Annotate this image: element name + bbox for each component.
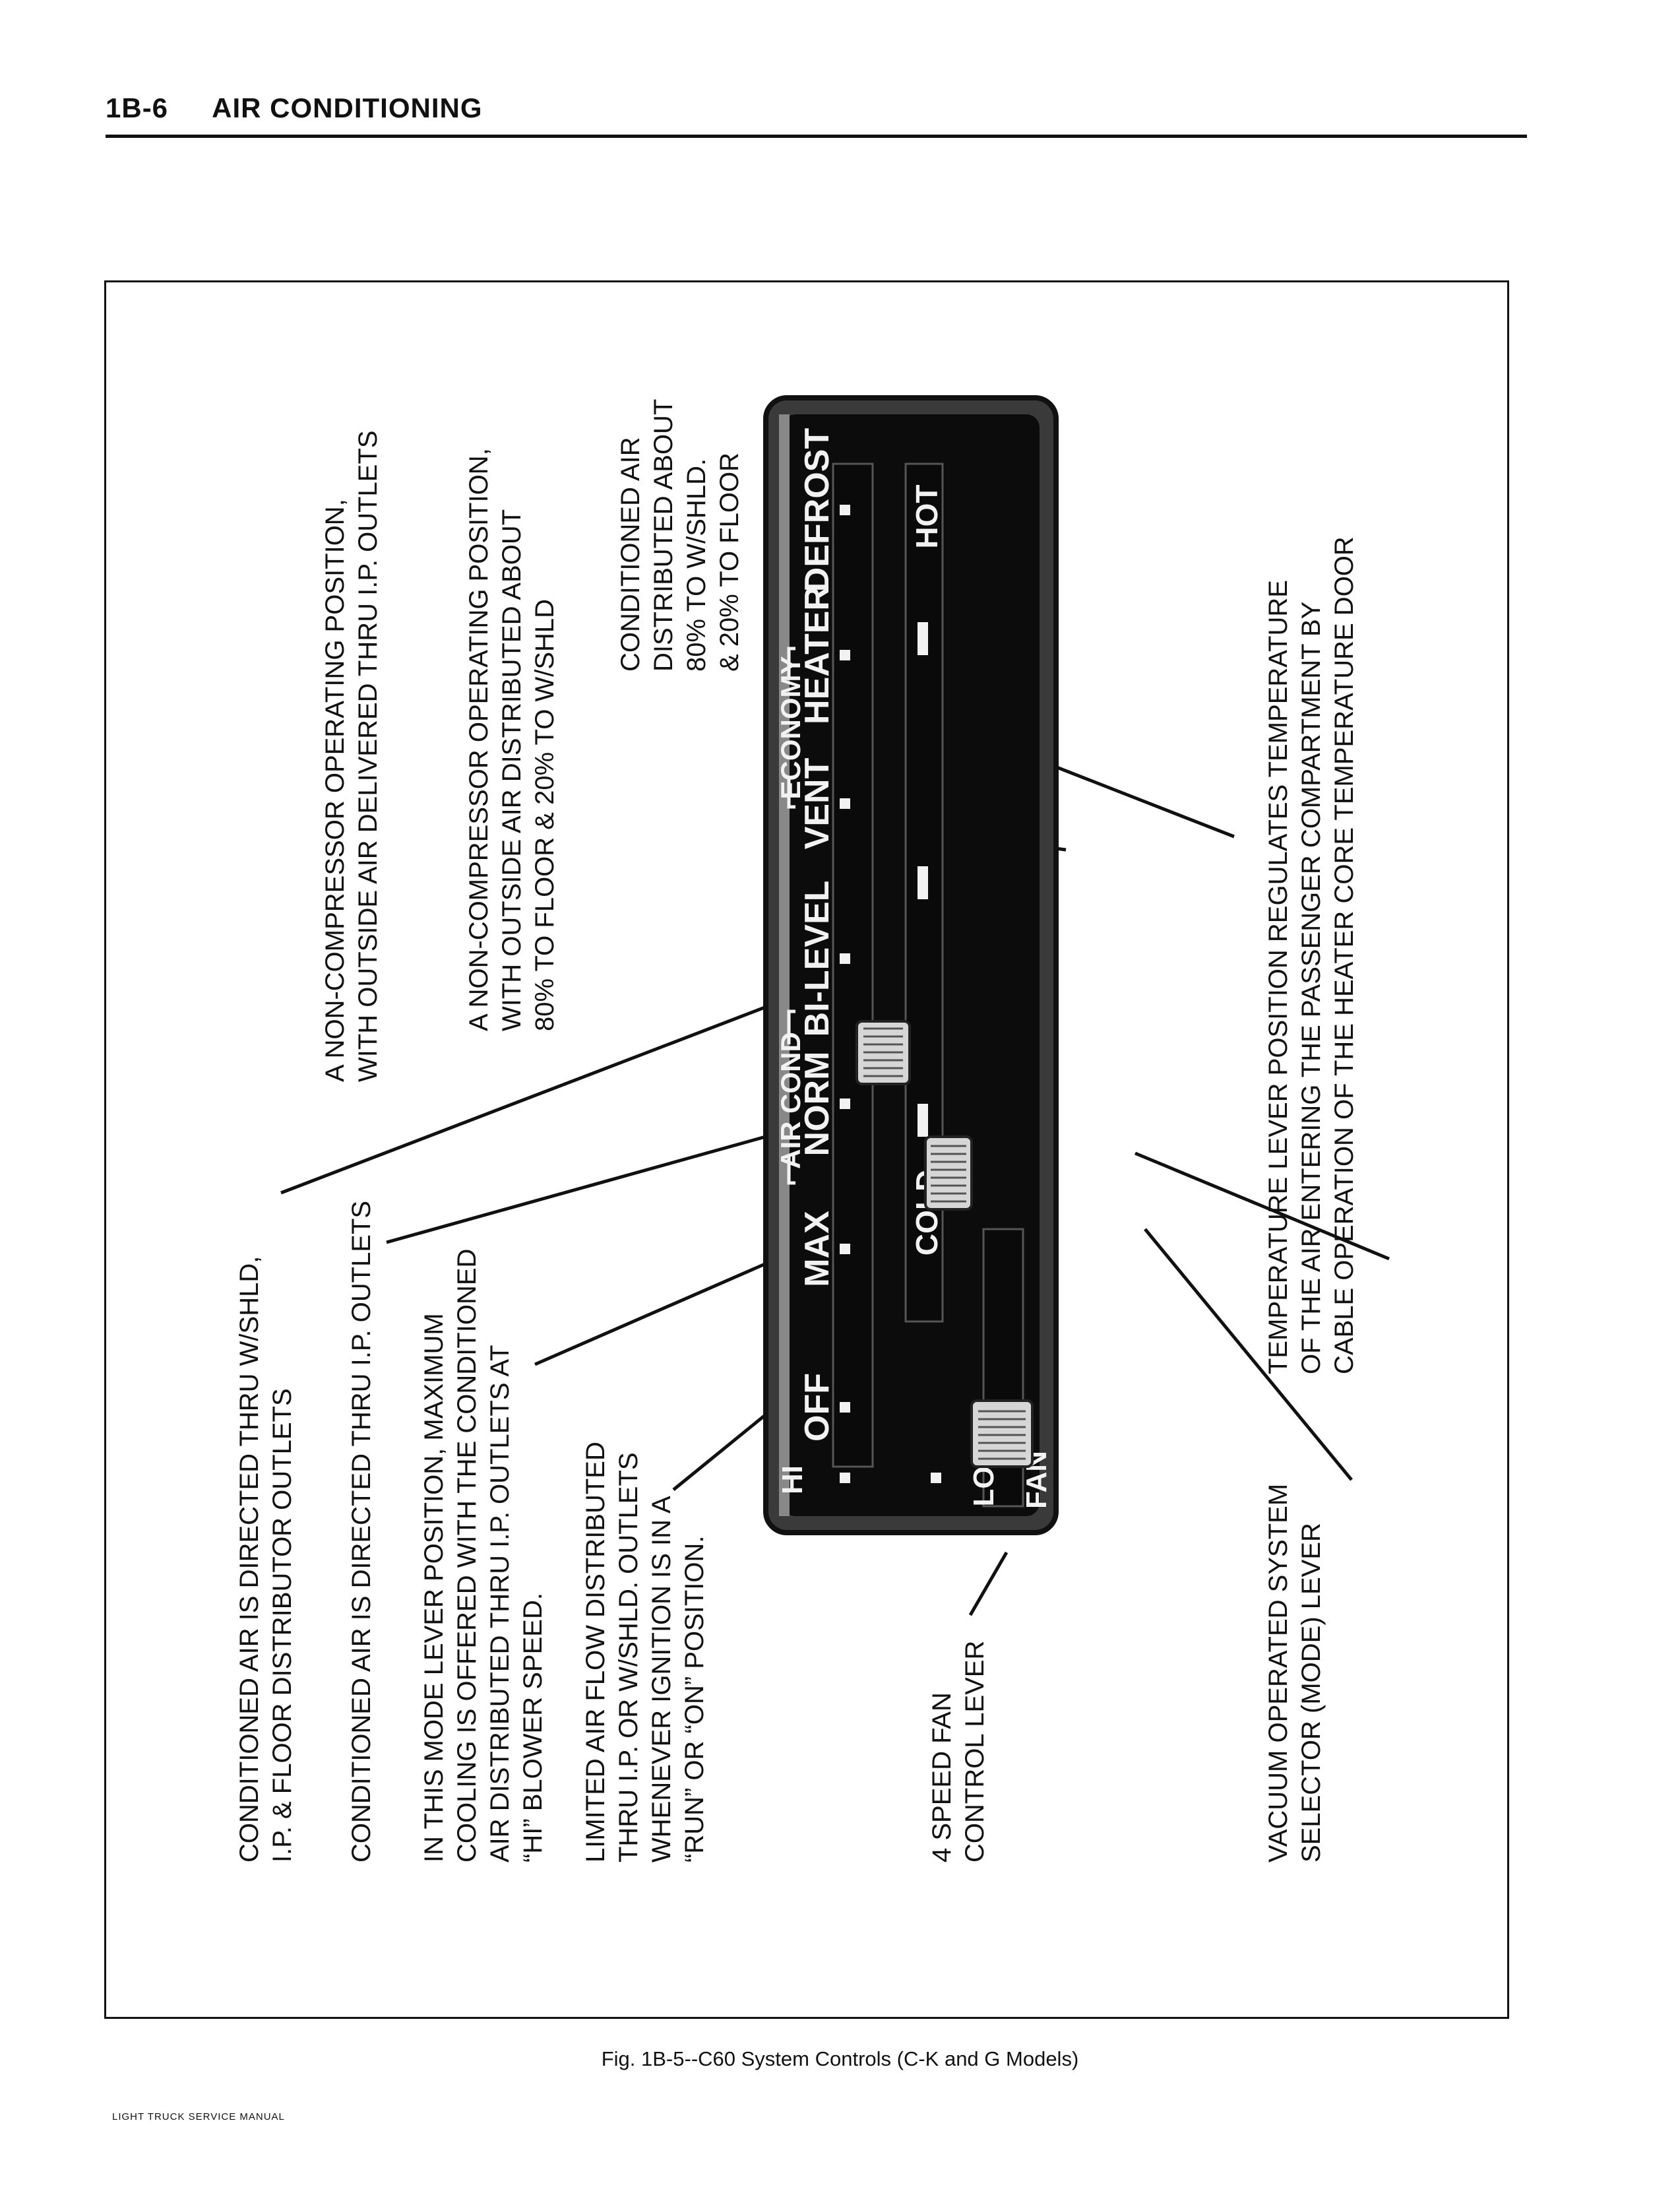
panel-highlight <box>779 414 790 1516</box>
leader-c1 <box>280 980 832 1195</box>
fan-indicator-2 <box>931 1473 941 1483</box>
callout-c2-line1: CONDITIONED AIR IS DIRECTED THRU I.P. OU… <box>347 1201 376 1863</box>
temp-detent-2 <box>918 866 928 899</box>
page-header: 1B-6 AIR CONDITIONING <box>106 92 483 124</box>
economy-bracket-left <box>787 777 795 809</box>
temperature-lever[interactable] <box>924 1135 973 1211</box>
leader-c9 <box>1135 1151 1390 1261</box>
callout-c4-line4: “RUN” OR “ON” POSITION. <box>680 1535 709 1863</box>
mode-indicator-norm <box>840 1098 850 1109</box>
callout-c9-line1: TEMPERATURE LEVER POSITION REGULATES TEM… <box>1264 580 1293 1374</box>
mode-max: MAX <box>798 1211 836 1287</box>
callout-c10-line1: VACUUM OPERATED SYSTEM <box>1264 1484 1293 1863</box>
fan-lever[interactable] <box>970 1399 1034 1468</box>
callout-c5-line1: 4 SPEED FAN <box>927 1692 956 1863</box>
page-number: 1B-6 <box>106 92 169 123</box>
mode-bi-level: BI-LEVEL <box>798 881 836 1037</box>
mode-indicator-off <box>840 1402 850 1413</box>
callout-c8-line4: & 20% TO FLOOR <box>715 453 744 672</box>
mode-indicator-max <box>840 1244 850 1254</box>
callout-c9-line2: OF THE AIR ENTERING THE PASSENGER COMPAR… <box>1297 602 1326 1374</box>
figure-frame <box>104 280 1509 2019</box>
callout-c8-line2: DISTRIBUTED ABOUT <box>649 399 678 672</box>
control-panel-diagram: OFF MAX NORM BI-LEVEL VENT HEATER DEFROS… <box>235 395 1390 1863</box>
mode-heater: HEATER <box>798 586 836 724</box>
mode-indicator-defrost <box>840 505 850 515</box>
callout-c1-line1: CONDITIONED AIR IS DIRECTED THRU W/SHLD, <box>235 1256 264 1863</box>
callout-c6-line1: A NON-COMPRESSOR OPERATING POSITION, <box>321 499 350 1082</box>
mode-off: OFF <box>798 1373 836 1442</box>
callout-c7-line2: WITH OUTSIDE AIR DISTRIBUTED ABOUT <box>497 509 526 1031</box>
callout-c9-line3: CABLE OPERATION OF THE HEATER CORE TEMPE… <box>1330 536 1359 1374</box>
callout-c7-line3: 80% TO FLOOR & 20% TO W/SHLD <box>530 599 559 1031</box>
callout-c8-line1: CONDITIONED AIR <box>616 437 645 672</box>
callout-c8-line3: 80% TO W/SHLD. <box>682 459 711 672</box>
leader-c10 <box>1144 1228 1353 1481</box>
group-economy: ECONOMY <box>775 656 806 799</box>
callout-c6-line2: WITH OUTSIDE AIR DELIVERED THRU I.P. OUT… <box>354 430 383 1082</box>
control-panel: OFF MAX NORM BI-LEVEL VENT HEATER DEFROS… <box>763 395 1059 1535</box>
callout-c3-line4: “HI” BLOWER SPEED. <box>518 1593 547 1863</box>
callout-c10-line2: SELECTOR (MODE) LEVER <box>1297 1523 1326 1863</box>
section-title: AIR CONDITIONING <box>212 92 483 123</box>
temp-hot: HOT <box>910 484 944 548</box>
group-air-cond: AIR COND <box>775 1032 806 1169</box>
callout-c1-line2: I.P. & FLOOR DISTRIBUTOR OUTLETS <box>268 1388 297 1863</box>
mode-lever[interactable] <box>856 1020 911 1085</box>
air-cond-bracket-left <box>787 1157 795 1185</box>
mode-defrost: DEFROST <box>798 428 836 592</box>
air-cond-bracket-right <box>787 1009 795 1044</box>
mode-track <box>832 462 874 1468</box>
mode-indicator-heater <box>840 650 850 660</box>
fan-lo: LO <box>968 1466 1000 1506</box>
callout-c3-line2: COOLING IS OFFERED WITH THE CONDITIONED <box>452 1249 482 1863</box>
temp-detent-3 <box>918 622 928 655</box>
footer-manual-title: LIGHT TRUCK SERVICE MANUAL <box>112 2111 285 2122</box>
callout-c4-line1: LIMITED AIR FLOW DISTRIBUTED <box>581 1442 610 1863</box>
callout-c4-line2: THRU I.P. OR W/SHLD. OUTLETS <box>614 1452 643 1863</box>
fan-indicator-1 <box>840 1473 850 1483</box>
callout-c3-line1: IN THIS MODE LEVER POSITION, MAXIMUM <box>420 1313 449 1863</box>
mode-vent: VENT <box>798 757 836 849</box>
callout-c7-line1: A NON-COMPRESSOR OPERATING POSITION, <box>464 448 493 1031</box>
leader-c5 <box>968 1551 1009 1616</box>
mode-norm: NORM <box>798 1052 836 1157</box>
figure-caption: Fig. 1B-5--C60 System Controls (C-K and … <box>601 2047 1079 2070</box>
mode-indicator-bi-level <box>840 953 850 964</box>
economy-bracket-right <box>787 647 795 678</box>
temp-detent-1 <box>918 1104 928 1137</box>
header-rule <box>106 135 1527 138</box>
callout-c5-line2: CONTROL LEVER <box>960 1641 989 1863</box>
fan-hi: HI <box>776 1465 809 1494</box>
mode-indicator-vent <box>840 798 850 809</box>
callout-c3-line3: AIR DISTRIBUTED THRU I.P. OUTLETS AT <box>485 1345 514 1863</box>
callout-c4-line3: WHENEVER IGNITION IS IN A <box>647 1496 676 1863</box>
